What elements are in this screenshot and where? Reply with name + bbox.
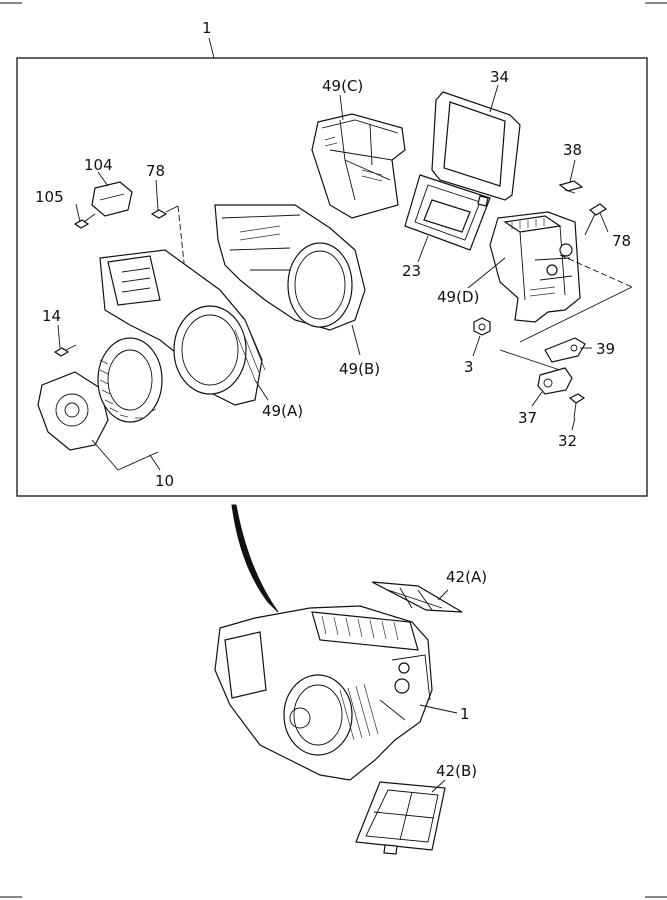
callout-78-left: 78	[146, 162, 165, 180]
leader-38	[569, 159, 576, 183]
leader-10	[149, 454, 161, 471]
callout-49b: 49(B)	[339, 360, 380, 378]
leader-49d	[467, 257, 506, 289]
callout-104: 104	[84, 156, 113, 174]
assembly-arrow	[231, 504, 279, 613]
callout-37: 37	[518, 409, 537, 427]
leader-1-bottom	[419, 704, 458, 714]
housing-49b	[214, 204, 366, 331]
screw-78-right	[584, 203, 608, 236]
callout-38: 38	[563, 141, 582, 159]
case-49d	[489, 211, 581, 323]
leader-49a	[254, 379, 269, 401]
screw-32	[568, 393, 586, 419]
duct-49c	[311, 113, 406, 219]
callout-49d: 49(D)	[437, 288, 479, 306]
callout-42a: 42(A)	[446, 568, 487, 586]
leader-32	[571, 417, 576, 431]
leader-14	[57, 324, 61, 349]
callout-34: 34	[490, 68, 509, 86]
leader-78-left	[155, 179, 159, 211]
screw-78-left	[150, 205, 179, 219]
callout-1-top: 1	[202, 19, 212, 37]
callout-78-right: 78	[612, 232, 631, 250]
housing-49a	[99, 249, 266, 406]
leader-23	[417, 235, 429, 263]
leader-49b	[351, 324, 361, 356]
bracket-10	[91, 439, 159, 471]
callout-14: 14	[42, 307, 61, 325]
blower-motor-10	[37, 337, 163, 451]
callout-1-bottom: 1	[460, 705, 470, 723]
filter-23	[404, 174, 491, 251]
guide-line-right-b	[519, 286, 633, 343]
leader-49c	[339, 94, 344, 121]
callout-105: 105	[35, 188, 64, 206]
filter-42a	[371, 581, 463, 613]
leader-34	[489, 84, 499, 113]
callout-23: 23	[402, 262, 421, 280]
leader-42b	[431, 779, 446, 793]
leader-3	[472, 335, 481, 357]
callout-3: 3	[464, 358, 474, 376]
callout-10: 10	[155, 472, 174, 490]
leader-37	[531, 391, 543, 407]
resistor-104	[91, 181, 133, 217]
leader-78-right	[599, 212, 609, 233]
callout-42b: 42(B)	[436, 762, 477, 780]
assembled-unit-1	[214, 605, 433, 781]
callout-32: 32	[558, 432, 577, 450]
leader-104	[97, 171, 109, 187]
callout-39: 39	[596, 340, 615, 358]
screw-14	[53, 344, 77, 357]
clip-38	[558, 180, 584, 194]
filter-frame-34	[431, 91, 521, 201]
leader-42a	[437, 589, 449, 601]
link-37	[537, 367, 573, 395]
callout-49c: 49(C)	[322, 77, 363, 95]
screw-105	[73, 213, 96, 229]
nut-3	[473, 317, 491, 336]
assembly-frame	[16, 57, 648, 497]
leader-105	[75, 203, 81, 223]
guide-line-right-c	[499, 349, 561, 371]
lever-39	[544, 337, 586, 363]
callout-49a: 49(A)	[262, 402, 303, 420]
leader-1-top	[208, 37, 215, 59]
filter-42b	[355, 781, 446, 855]
guide-line-right-a	[559, 254, 633, 288]
